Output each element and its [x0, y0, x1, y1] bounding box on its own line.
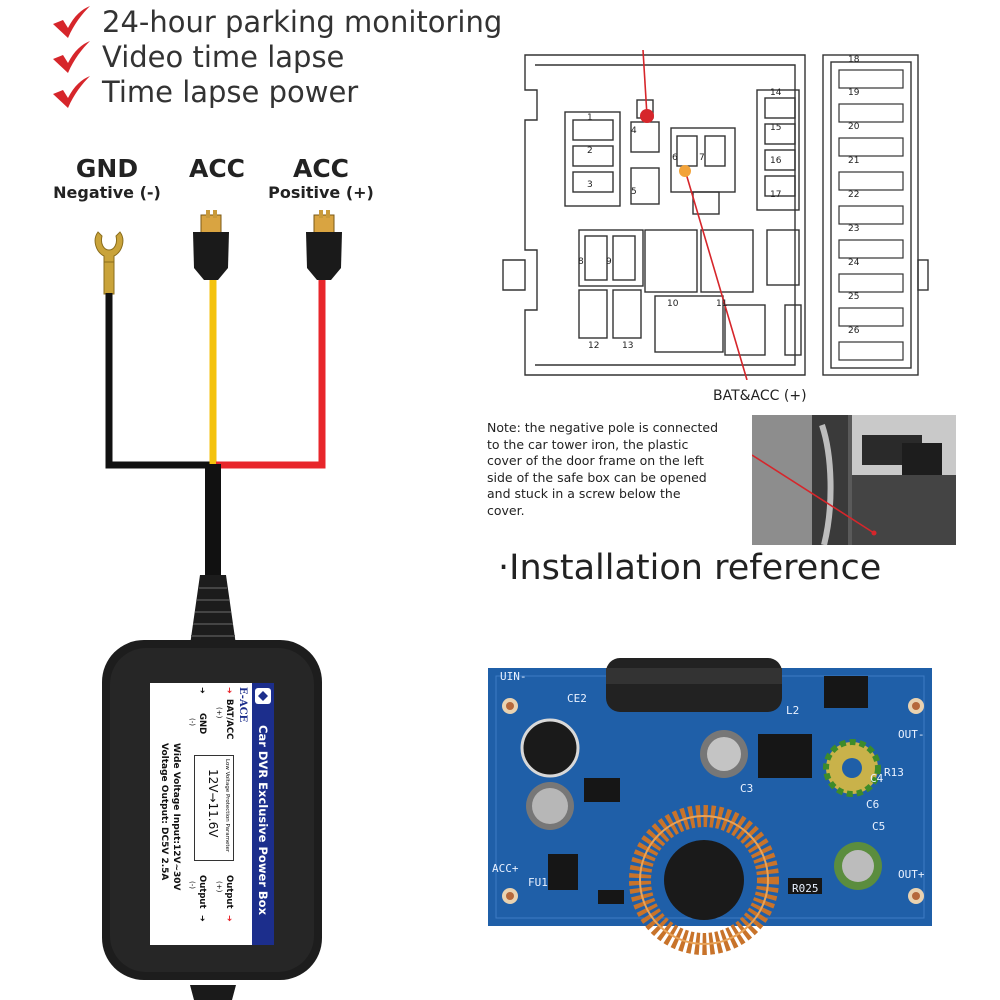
pcb-label: OUT-	[898, 728, 925, 741]
pcb-board-photo	[488, 658, 932, 955]
fuse-number: 10	[667, 299, 679, 309]
port-bat-sign: (+)	[215, 707, 223, 719]
fuse-number: 25	[848, 292, 860, 302]
output-spec: Voltage Output: DC5V 2.5A	[159, 743, 169, 881]
fuse-number: 18	[848, 55, 860, 65]
power-box-label: Car DVR Exclusive Power Box E-ACE ➜ BAT/…	[150, 683, 274, 945]
brand-name: E-ACE	[237, 687, 248, 723]
fuse-box-diagram	[502, 50, 929, 380]
wire-title-gnd: GND	[75, 154, 139, 183]
feature-item: 24-hour parking monitoring	[50, 4, 502, 40]
bat-acc-label: BAT&ACC (+)	[713, 388, 807, 404]
label-title-band	[252, 683, 274, 945]
fuse-number: 26	[848, 326, 860, 336]
fuse-number: 8	[578, 257, 584, 267]
brand-logo-icon	[255, 688, 271, 704]
pcb-label: R13	[884, 766, 904, 779]
port-gnd-label: GND	[197, 713, 207, 735]
input-spec: Wide Voltage Input:12V~30V	[171, 743, 181, 891]
fuse-number: 15	[770, 123, 782, 133]
pcb-label: FU1	[528, 876, 548, 889]
arrow-down-icon: ➜	[198, 687, 207, 694]
feature-item: Time lapse power	[50, 74, 358, 110]
protection-value: 12V→11.6V	[206, 769, 220, 838]
fuse-number: 3	[587, 180, 593, 190]
pcb-label: UIN-	[500, 670, 527, 683]
wire-red	[216, 280, 326, 469]
feature-text: Time lapse power	[102, 75, 359, 109]
checkmark-icon	[53, 41, 90, 73]
pcb-label: C6	[866, 798, 880, 811]
wire-black	[105, 293, 212, 469]
wire-title-acc-positive: ACC	[292, 154, 350, 183]
checkmark-icon	[53, 76, 90, 108]
pcb-label: C4	[870, 772, 884, 785]
pcb-label: C5	[872, 820, 886, 833]
pcb-label: C3	[740, 782, 754, 795]
fuse-number: 14	[770, 88, 782, 98]
fuse-number: 12	[588, 341, 600, 351]
fuse-number: 16	[770, 156, 782, 166]
fuse-number: 5	[631, 187, 637, 197]
fuse-number: 23	[848, 224, 860, 234]
fuse-number: 7	[699, 153, 705, 163]
power-box-title: Car DVR Exclusive Power Box	[256, 725, 270, 915]
pcb-label: ACC+	[492, 862, 519, 875]
fuse-number: 22	[848, 190, 860, 200]
port-output-pos-label: Output	[224, 875, 234, 909]
port-output-pos-sign: (+)	[215, 881, 223, 893]
fork-terminal-icon	[94, 231, 124, 295]
protection-box	[194, 755, 234, 861]
pcb-label: CE2	[567, 692, 587, 705]
wire-subtitle-acc-positive: Positive (+)	[268, 183, 374, 202]
fuse-number: 20	[848, 122, 860, 132]
port-gnd-sign: (-)	[188, 718, 196, 726]
arrow-down-icon: ➜	[225, 687, 234, 694]
pcb-label: L2	[786, 704, 800, 717]
arrow-down-icon: ➜	[225, 915, 234, 922]
pcb-label: R025	[792, 882, 819, 895]
fuse-number: 4	[631, 126, 637, 136]
arrow-down-icon: ➜	[198, 915, 207, 922]
fuse-tap-icon	[193, 210, 229, 280]
fuse-number: 24	[848, 258, 860, 268]
port-bat-label: BAT/ACC	[224, 699, 234, 740]
fuse-number: 1	[587, 113, 593, 123]
installation-note: Note: the negative pole is connected to …	[487, 420, 719, 518]
fuse-number: 2	[587, 146, 593, 156]
pcb-label: OUT+	[898, 868, 925, 881]
protection-label: Low Voltage Protection Parameter	[224, 759, 230, 853]
main-cable	[205, 464, 221, 576]
wire-title-acc: ACC	[188, 154, 246, 183]
feature-text: Video time lapse	[102, 40, 345, 74]
wire-subtitle-gnd: Negative (-)	[53, 183, 161, 202]
fuse-number: 9	[606, 257, 612, 267]
fuse-number: 6	[672, 153, 678, 163]
strain-relief	[190, 575, 236, 645]
fuse-marker-red	[640, 109, 654, 123]
fuse-number: 17	[770, 190, 782, 200]
fuse-tap-icon	[306, 210, 342, 280]
port-output-neg-label: Output	[197, 875, 207, 909]
checkmark-icon	[53, 6, 90, 38]
fuse-number: 13	[622, 341, 634, 351]
fuse-number: 19	[848, 88, 860, 98]
feature-text: 24-hour parking monitoring	[102, 5, 503, 39]
fuse-number: 11	[716, 299, 728, 309]
port-output-neg-sign: (-)	[188, 881, 196, 889]
fuse-marker-orange	[679, 165, 691, 177]
door-frame-photo	[752, 415, 956, 545]
fuse-number: 21	[848, 156, 860, 166]
feature-item: Video time lapse	[50, 39, 344, 75]
installation-heading: ·Installation reference	[498, 548, 882, 588]
